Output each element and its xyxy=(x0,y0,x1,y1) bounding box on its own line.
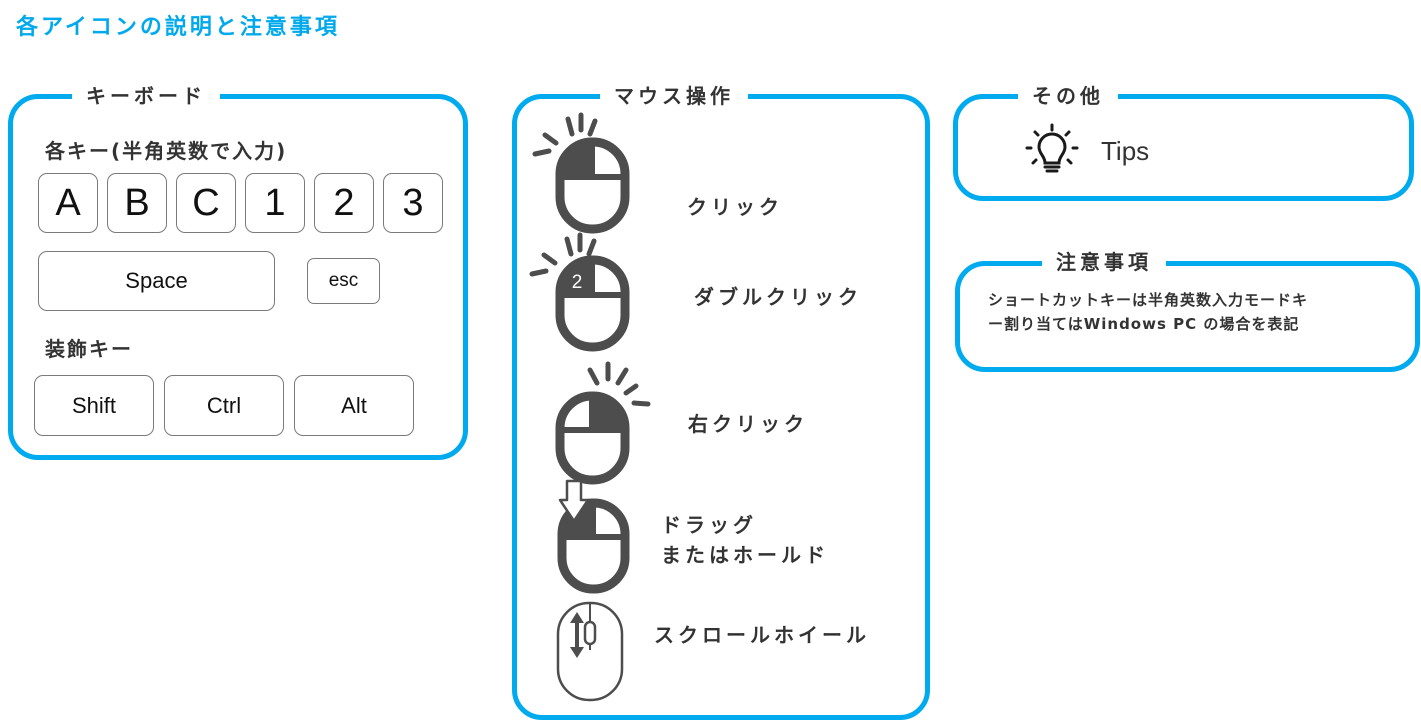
key-b: B xyxy=(107,173,167,233)
other-panel-title: その他 xyxy=(1018,80,1118,109)
double-click-mouse-icon: 2 xyxy=(529,232,630,352)
notes-line-2: ー割り当てはWindows PC の場合を表記 xyxy=(988,315,1300,333)
drag-label-line1: ドラッグ xyxy=(661,513,757,537)
key-3: 3 xyxy=(383,173,443,233)
key-alt: Alt xyxy=(294,375,414,436)
left-click-mouse-icon xyxy=(532,112,630,234)
other-panel xyxy=(953,94,1414,201)
right-click-mouse-icon xyxy=(555,361,651,485)
keyboard-panel-title: キーボード xyxy=(72,80,220,109)
tips-label: Tips xyxy=(1101,136,1150,166)
key-esc: esc xyxy=(307,258,380,304)
notes-panel-title: 注意事項 xyxy=(1042,246,1166,275)
right-click-label: 右クリック xyxy=(688,412,808,436)
lightbulb-icon xyxy=(1025,123,1079,173)
page-title: 各アイコンの説明と注意事項 xyxy=(16,15,340,40)
key-a: A xyxy=(38,173,98,233)
key-space: Space xyxy=(38,251,275,311)
scroll-label: スクロールホイール xyxy=(654,623,870,647)
key-c: C xyxy=(176,173,236,233)
keys-section-label: 各キー(半角英数で入力) xyxy=(45,139,288,163)
notes-panel xyxy=(955,261,1420,372)
modifiers-section-label: 装飾キー xyxy=(45,337,133,361)
drag-mouse-icon xyxy=(557,479,630,594)
double-click-label: ダブルクリック xyxy=(694,285,862,309)
key-1: 1 xyxy=(245,173,305,233)
notes-line-1: ショートカットキーは半角英数入力モードキ xyxy=(988,291,1309,309)
key-shift: Shift xyxy=(34,375,154,436)
scroll-wheel-mouse-icon xyxy=(556,601,624,702)
drag-label-line2: またはホールド xyxy=(661,543,829,567)
drag-label: ドラッグ またはホールド xyxy=(661,510,829,570)
click-label: クリック xyxy=(687,195,783,219)
key-ctrl: Ctrl xyxy=(164,375,284,436)
notes-text: ショートカットキーは半角英数入力モードキ ー割り当てはWindows PC の場… xyxy=(988,288,1368,336)
double-click-badge: 2 xyxy=(572,272,583,293)
mouse-panel-title: マウス操作 xyxy=(600,80,748,109)
key-2: 2 xyxy=(314,173,374,233)
